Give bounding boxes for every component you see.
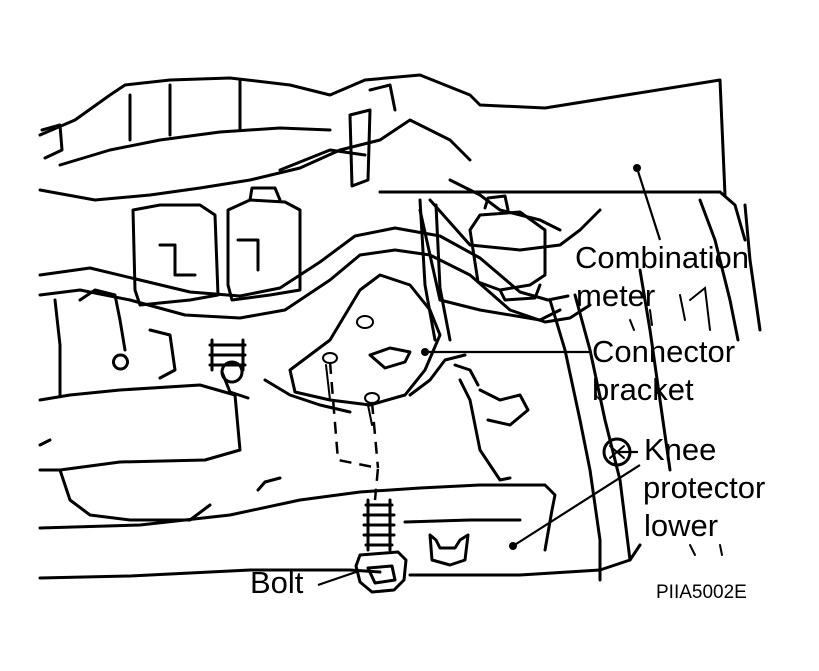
label-knee-protector-line1: Knee xyxy=(644,432,716,467)
label-combination-meter-line1: Combination xyxy=(575,240,749,275)
label-knee-protector-line3: lower xyxy=(644,508,718,543)
leader-lines xyxy=(317,164,662,587)
meter-housing xyxy=(378,190,747,322)
figure-code: PIIA5002E xyxy=(656,582,747,603)
left-duct xyxy=(38,288,242,522)
connector-bracket-plate xyxy=(263,198,467,414)
right-harness xyxy=(453,198,762,582)
label-knee-protector-line2: protector xyxy=(643,470,765,505)
meter-connector xyxy=(468,194,547,302)
upper-dash-panel xyxy=(38,73,727,202)
clip-spring xyxy=(208,338,250,400)
bolt-part xyxy=(354,498,408,594)
label-bolt: Bolt xyxy=(250,565,304,600)
knee-protector-lower-panel xyxy=(38,476,642,580)
bolt-alignment-lines xyxy=(325,361,380,501)
relay-blocks xyxy=(131,186,302,307)
label-connector-bracket-line1: Connector xyxy=(592,334,735,369)
label-connector-bracket-line2: bracket xyxy=(592,372,694,407)
label-combination-meter-line2: meter xyxy=(576,278,655,313)
